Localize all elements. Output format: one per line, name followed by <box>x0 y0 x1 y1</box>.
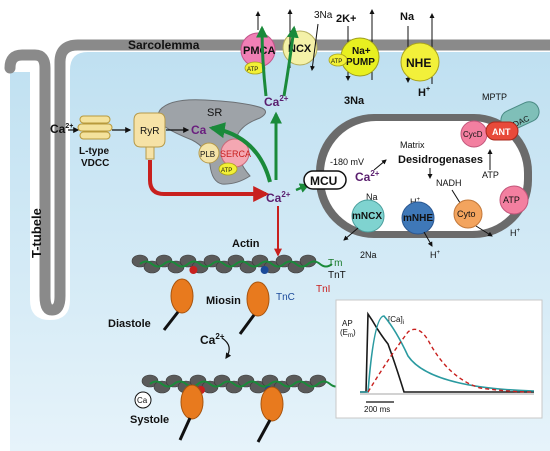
sr-label: SR <box>207 107 222 119</box>
systole-filament <box>141 374 343 394</box>
tropomyosin-strand <box>149 380 343 388</box>
ca-to-ncx-arrow <box>282 25 299 97</box>
h-matrix-label: H+ <box>410 197 421 207</box>
myosin-icon <box>162 278 270 335</box>
ryr-release-arrow <box>148 160 270 202</box>
mnhe-h-out-arrow <box>423 231 433 247</box>
inset-ap-label: AP <box>342 319 353 328</box>
mncx-label: mNCX <box>352 211 382 222</box>
systole-ca-badge <box>134 391 152 409</box>
na-top-label: Na <box>400 11 415 23</box>
pmca-atp-badge <box>244 61 266 75</box>
plb-icon <box>198 142 220 164</box>
cyto-label: Cyto <box>457 209 476 219</box>
cycd-label: CycD <box>463 130 483 139</box>
ca-trace-teal <box>360 315 535 393</box>
h-mito-bottom-label: H+ <box>430 250 441 260</box>
ca-mid-label: Ca2+ <box>200 332 225 347</box>
mnhe-label: mNHE <box>403 213 433 224</box>
troponin-complex <box>260 266 269 274</box>
sarcolemma-membrane <box>4 39 550 316</box>
matrix-label: Matrix <box>400 140 425 150</box>
serca-uptake-arrow <box>208 122 272 183</box>
h-mito-right-label: H+ <box>510 228 521 238</box>
atp-mito-1-label: ATP <box>482 170 499 180</box>
pmca-label: PMCA <box>243 45 275 57</box>
mcu-label: MCU <box>310 174 337 188</box>
mncx-icon <box>351 199 385 233</box>
ryr-icon <box>133 112 166 160</box>
serca-atp-badge <box>218 162 238 176</box>
ca-to-pmca-arrow <box>256 25 269 97</box>
ca-pump-label: Ca2+ <box>264 94 289 109</box>
napump-atp-label: ATP <box>331 59 342 65</box>
na-pump-label-2: PUMP <box>346 57 375 68</box>
miosin-label: Miosin <box>206 295 241 307</box>
ca-matrix-label: Ca2+ <box>355 169 380 184</box>
napump-atp-badge <box>328 53 348 67</box>
matrix-ca-to-deh-arrow <box>373 159 387 171</box>
ca-trace-red <box>367 328 535 393</box>
atp-mito-icon <box>499 185 529 215</box>
inset-ca-label: [Ca]i <box>388 315 404 326</box>
ant-label: ANT <box>492 127 511 137</box>
inset-em-label: (Em) <box>340 328 356 339</box>
ryr-label: RyR <box>140 126 159 137</box>
ant-icon <box>485 121 519 141</box>
two-k-label: 2K+ <box>336 13 357 25</box>
tni-label: TnI <box>316 284 330 295</box>
inset-scale-label: 200 ms <box>364 405 390 414</box>
serca-atp-label: ATP <box>221 168 232 174</box>
nadh-label: NADH <box>436 178 462 188</box>
two-na-label: 2Na <box>360 250 377 260</box>
tropomyosin-strand <box>139 260 333 268</box>
atp-mito-2-label: ATP <box>503 195 520 205</box>
nhe-icon <box>400 42 440 82</box>
desidrogenases-label: Desidrogenases <box>398 154 483 166</box>
sarcolemma-label: Sarcolemma <box>128 38 200 52</box>
h-nhe-label: H+ <box>418 86 430 99</box>
actin-label: Actin <box>232 238 260 250</box>
ap-ca-inset: AP (Em) [Ca]i 200 ms <box>335 299 543 419</box>
nhe-label: NHE <box>406 56 431 70</box>
mnhe-icon <box>401 201 435 235</box>
vdcc-label: VDCC <box>81 158 109 169</box>
ncx-na-in-arrow <box>310 23 319 71</box>
minus180-label: -180 mV <box>330 157 364 167</box>
cyto-h-out-arrow <box>475 225 493 237</box>
na-matrix-label: Na <box>366 192 378 202</box>
cyto-icon <box>453 199 483 229</box>
actin-filament-icon <box>131 254 333 274</box>
systole-label: Systole <box>130 414 169 426</box>
l-type-label: L-type <box>79 146 109 157</box>
mptp-label: MPTP <box>482 92 507 102</box>
tnt-label: TnT <box>328 270 346 281</box>
ca-cytosolic-label: Ca2+ <box>266 190 291 205</box>
three-na-bottom-label: 3Na <box>344 95 365 107</box>
ca-systole-label: Ca <box>137 396 148 405</box>
diastole-to-systole-arrow <box>221 337 232 359</box>
na-pump-label-1: Na+ <box>352 46 371 57</box>
three-na-top-label: 3Na <box>314 10 333 21</box>
t-tubele-label: T-tubele <box>29 208 44 258</box>
pmca-atp-label: ATP <box>247 67 258 73</box>
mncx-ca-out-arrow <box>343 227 359 241</box>
ca-sr-label: Ca <box>191 123 207 137</box>
l-type-vdcc-icon <box>77 115 113 140</box>
ca-extracellular: Ca2+ <box>50 122 73 136</box>
ap-trace <box>360 311 534 393</box>
plb-label: PLB <box>200 150 215 159</box>
serca-label: SERCA <box>220 149 251 159</box>
ncx-label: NCX <box>288 43 312 55</box>
mcu-icon <box>303 170 347 190</box>
troponin-complex <box>189 266 198 274</box>
tm-label: Tm <box>328 258 342 269</box>
systole-myosin-icon <box>178 384 284 443</box>
diastole-label: Diastole <box>108 318 151 330</box>
tnc-label: TnC <box>276 292 295 303</box>
